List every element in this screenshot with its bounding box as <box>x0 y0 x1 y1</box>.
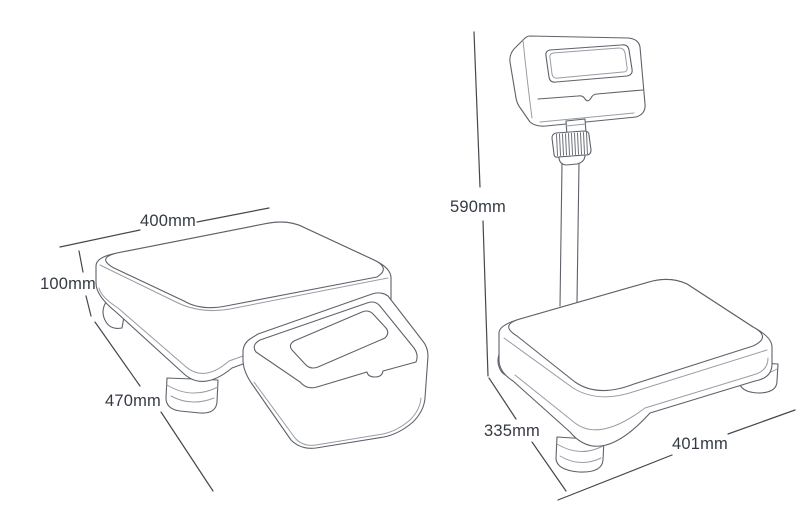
right-scale-depth-label: 335mm <box>484 422 540 440</box>
right-scale-platform-top <box>508 278 764 392</box>
right-scale-figure <box>497 35 779 473</box>
left-scale-depth-dimension: 470mm <box>94 321 214 492</box>
left-scale-display-rim <box>253 381 422 446</box>
right-scale-front-foot-rings <box>556 443 604 463</box>
right-scale-depth-dimension: 335mm <box>484 377 567 492</box>
left-scale-height-label: 100mm <box>40 275 96 293</box>
left-scale-depth-label: 470mm <box>105 392 161 410</box>
left-scale-display-panel <box>253 301 418 389</box>
left-scale-figure <box>95 221 429 449</box>
right-scale-display-head-base-line <box>539 112 635 123</box>
right-scale-display-panel-notch-line <box>537 89 644 102</box>
left-scale-front-foot-rings <box>166 384 219 403</box>
right-scale-height-dimension: 590mm <box>450 31 506 377</box>
left-scale-front-foot <box>165 377 219 414</box>
left-scale-width-dimension-line <box>59 207 270 248</box>
right-scale-mount-collar <box>558 154 586 166</box>
right-scale-height-label: 590mm <box>450 198 506 216</box>
right-scale-height-dimension-line <box>473 31 489 377</box>
left-scale-height-dimension-line <box>78 250 92 317</box>
left-scale-height-dimension: 100mm <box>40 250 96 317</box>
left-scale-width-label: 400mm <box>140 212 196 230</box>
left-scale-display-body <box>242 292 429 449</box>
right-scale-pole <box>559 162 580 307</box>
left-scale-width-dimension: 400mm <box>59 207 270 248</box>
left-scale-display-screen <box>289 310 389 369</box>
right-scale-knob-knurling <box>556 131 588 157</box>
right-scale-display-screen-inner <box>549 47 628 79</box>
dimension-annotations: 400mm 100mm 470mm 590mm 335mm 401mm <box>40 31 796 501</box>
left-scale-platform-rim-top <box>99 264 389 311</box>
right-scale-platform-rim-bottom <box>514 357 769 431</box>
right-scale-width-label: 401mm <box>672 435 728 453</box>
left-scale-platform-top <box>105 221 384 309</box>
right-scale-platform-rim-top <box>503 337 768 398</box>
right-scale-display-head-side-edge <box>522 39 533 119</box>
left-scale-depth-dimension-line <box>94 321 214 492</box>
right-scale-depth-dimension-line <box>488 377 567 492</box>
right-scale-display-head <box>509 35 646 127</box>
right-scale-width-dimension-line <box>557 409 796 501</box>
right-scale-display-screen-outer <box>545 44 633 83</box>
right-scale-width-dimension: 401mm <box>557 409 796 501</box>
right-scale-display-neck-line <box>565 123 587 127</box>
